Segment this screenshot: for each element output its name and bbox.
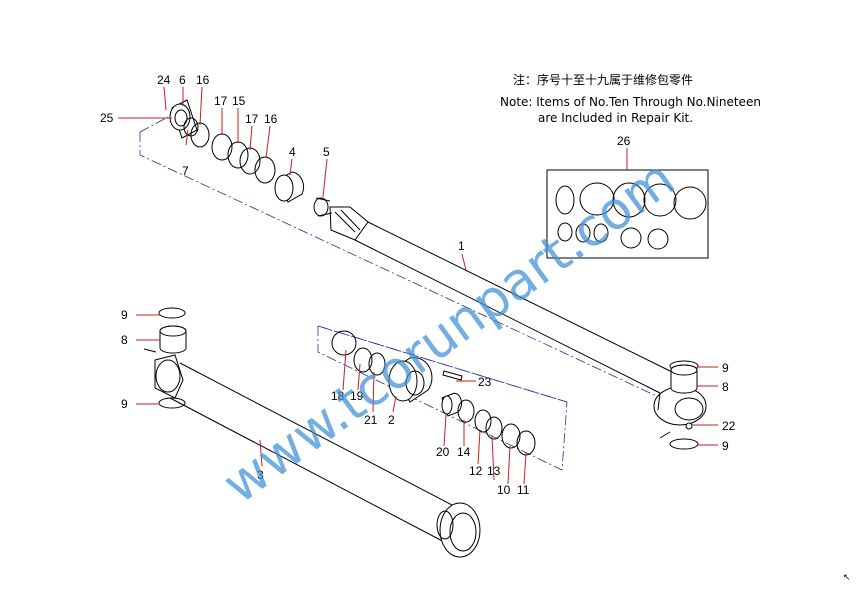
leader-lines bbox=[118, 86, 718, 485]
callout-9-left-bottom: 9 bbox=[121, 397, 128, 411]
callout-18: 18 bbox=[331, 389, 345, 403]
callout-13: 13 bbox=[487, 464, 501, 478]
callout-9-right-bottom: 9 bbox=[722, 439, 729, 453]
guide-lines bbox=[139, 116, 666, 471]
callout-4: 4 bbox=[289, 145, 296, 159]
piston-assembly bbox=[169, 99, 333, 217]
callout-25: 25 bbox=[100, 111, 114, 125]
callout-7: 7 bbox=[182, 164, 189, 178]
rod-bushing-and-washers bbox=[669, 360, 699, 450]
callout-22: 22 bbox=[722, 419, 736, 433]
note-english-line1: Note: Items of No.Ten Through No.Ninetee… bbox=[500, 95, 761, 109]
callout-20: 20 bbox=[436, 445, 450, 459]
callout-21: 21 bbox=[364, 413, 378, 427]
callout-24: 24 bbox=[157, 73, 171, 87]
callout-23: 23 bbox=[478, 375, 492, 389]
callout-10: 10 bbox=[497, 483, 511, 497]
callout-6: 6 bbox=[179, 73, 186, 87]
callout-11: 11 bbox=[517, 483, 530, 497]
callout-15: 15 bbox=[232, 94, 246, 108]
callout-2: 2 bbox=[388, 413, 395, 427]
callout-17-a: 17 bbox=[214, 94, 228, 108]
callout-5: 5 bbox=[323, 145, 330, 159]
callout-12: 12 bbox=[469, 464, 483, 478]
callout-16-b: 16 bbox=[264, 112, 278, 126]
callout-9-left-top: 9 bbox=[121, 308, 128, 322]
callout-16-top: 16 bbox=[196, 73, 210, 87]
callout-9-right-top: 9 bbox=[722, 361, 729, 375]
corner-mark: ↖ bbox=[843, 572, 851, 582]
piston-rod bbox=[329, 206, 673, 394]
rod-end-eye bbox=[653, 386, 707, 439]
note-english-line2: are Included in Repair Kit. bbox=[538, 111, 693, 125]
cylinder-barrel bbox=[169, 362, 481, 558]
callout-14: 14 bbox=[457, 445, 471, 459]
callout-3: 3 bbox=[257, 468, 264, 482]
barrel-clevis bbox=[143, 307, 187, 409]
callout-8-left: 8 bbox=[121, 333, 128, 347]
watermark: www.tcorunpart.com bbox=[212, 149, 685, 516]
callout-19: 19 bbox=[350, 389, 364, 403]
callout-26: 26 bbox=[617, 134, 631, 148]
cylinder-head-assembly bbox=[331, 330, 536, 456]
callout-labels: 24 6 16 25 7 17 15 17 16 4 5 1 26 9 8 9 … bbox=[100, 73, 736, 497]
note-chinese: 注：序号十至十九属于维修包零件 bbox=[513, 72, 693, 87]
callout-8-right: 8 bbox=[722, 380, 729, 394]
callout-1: 1 bbox=[458, 239, 465, 253]
callout-17-b: 17 bbox=[245, 112, 259, 126]
